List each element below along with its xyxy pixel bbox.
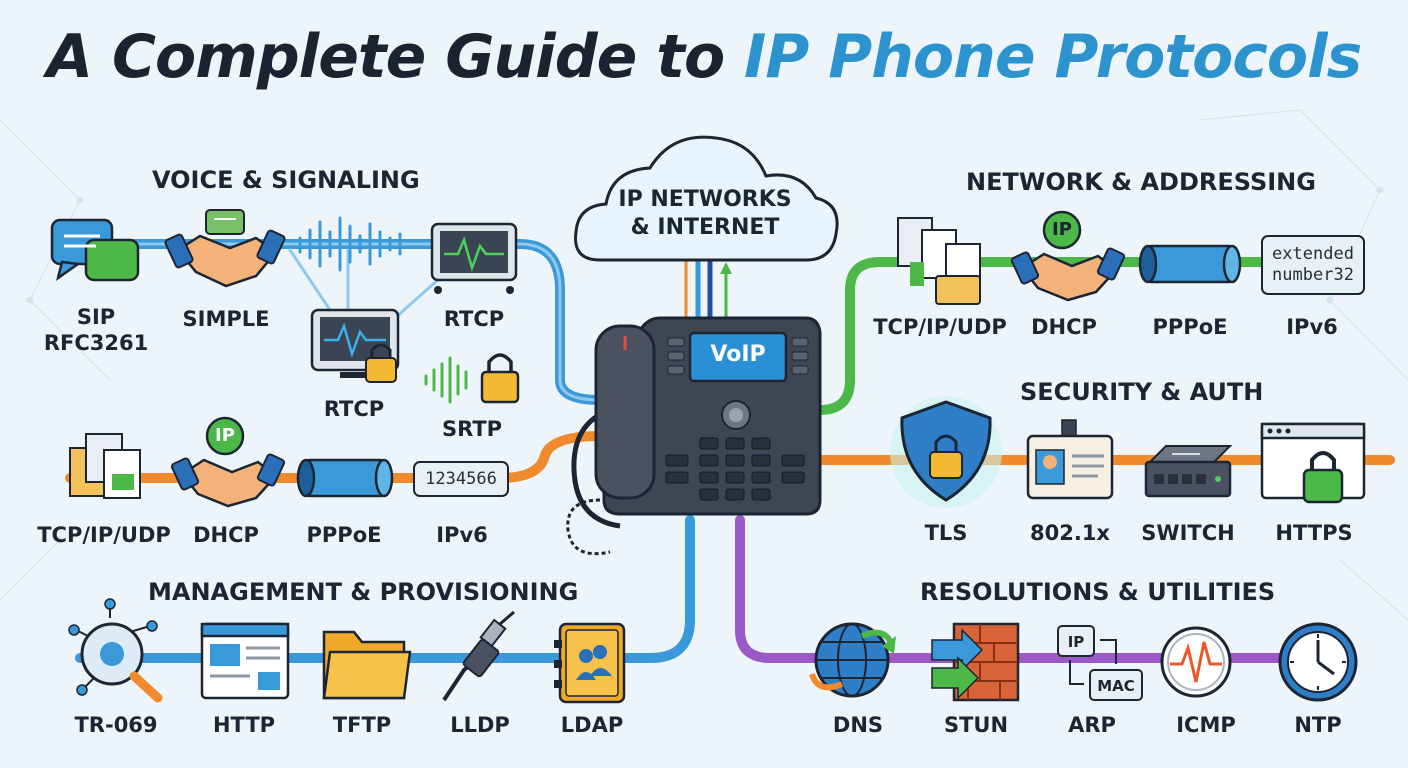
arp-ip-mac-icon [1057, 625, 1143, 701]
tls-label: TLS [924, 521, 968, 545]
cloud-label-line1: IP NETWORKS [618, 187, 792, 212]
https-label: HTTPS [1275, 521, 1353, 545]
section-voice-signaling: VOICE & SIGNALING [152, 166, 420, 194]
right-ipv6-number-box [1261, 235, 1365, 295]
ip-phone-icon [566, 316, 822, 556]
lldp-label: LLDP [450, 713, 510, 737]
tls-shield-icon [890, 396, 1002, 508]
srtp-wave-lock-icon [424, 353, 520, 404]
https-browser-lock-icon [1260, 422, 1366, 504]
right-network-line [815, 257, 1295, 415]
cloud-label: IP NETWORKS & INTERNET [610, 186, 800, 242]
dns-globe-icon [809, 622, 896, 698]
switch-label: SWITCH [1141, 521, 1235, 545]
title-main: A Complete Guide to [46, 22, 745, 92]
sound-wave-icon [298, 216, 402, 272]
section-management-provisioning: MANAGEMENT & PROVISIONING [148, 578, 579, 606]
voice-line-highlight [93, 242, 602, 402]
resolution-line [735, 515, 1355, 663]
ldap-label: LDAP [560, 713, 624, 737]
tr069-magnifier-icon [68, 598, 163, 703]
title-accent: IP Phone Protocols [744, 22, 1362, 92]
simple-handshake-icon [164, 209, 286, 288]
arp-ip-tag: IP [1067, 633, 1085, 651]
management-line [75, 515, 695, 663]
right-pppoe-label: PPPoE [1152, 315, 1228, 339]
network-switch-icon [1144, 445, 1233, 498]
dot1x-label: 802.1x [1030, 521, 1110, 545]
icmp-pulse-icon [1160, 626, 1232, 698]
left-ipv6-number: 1234566 [425, 469, 497, 489]
right-pppoe-tunnel-icon [1138, 244, 1242, 284]
arp-mac-tag: MAC [1097, 677, 1135, 695]
http-webpage-icon [200, 622, 290, 700]
ldap-address-book-icon [554, 622, 626, 704]
left-dhcp-label: DHCP [193, 523, 259, 547]
page-title: A Complete Guide to IP Phone Protocols [0, 22, 1408, 92]
http-label: HTTP [212, 713, 276, 737]
rtcp-monitor-icon [430, 222, 518, 294]
left-ipv6-label: IPv6 [436, 523, 488, 547]
badge-id-card-icon [1026, 419, 1114, 500]
left-ipv6-number-box [413, 461, 509, 497]
right-ip-bubble-text: IP [1052, 219, 1072, 240]
left-tcp-label: TCP/IP/UDP [37, 523, 171, 547]
rtcp-secure-monitor-icon [310, 308, 400, 383]
tftp-label: TFTP [332, 713, 392, 737]
cloud-icon [574, 135, 839, 262]
right-dhcp-label: DHCP [1031, 315, 1097, 339]
left-pppoe-label: PPPoE [306, 523, 382, 547]
left-dhcp-handshake-icon [170, 416, 286, 508]
arp-label: ARP [1068, 713, 1116, 737]
stun-firewall-icon [931, 622, 1020, 702]
tr069-label: TR-069 [74, 713, 158, 737]
ntp-clock-icon [1278, 622, 1358, 702]
right-ipv6-label: IPv6 [1286, 315, 1338, 339]
simple-label: SIMPLE [182, 307, 270, 331]
left-ip-bubble-text: IP [215, 425, 235, 446]
ntp-label: NTP [1294, 713, 1342, 737]
left-network-line [65, 431, 605, 483]
left-tcp-documents-icon [69, 433, 141, 499]
tftp-folder-icon [322, 630, 412, 700]
dns-label: DNS [832, 713, 884, 737]
stun-label: STUN [943, 713, 1009, 737]
srtp-label: SRTP [441, 417, 503, 441]
right-tcp-documents-icon [897, 217, 981, 305]
section-security-auth: SECURITY & AUTH [1020, 378, 1264, 406]
icmp-label: ICMP [1176, 713, 1236, 737]
rtcp-secure-label: RTCP [323, 397, 385, 421]
phone-screen-label: VoIP [710, 342, 766, 367]
left-pppoe-tunnel-icon [296, 458, 394, 498]
section-resolutions-utilities: RESOLUTIONS & UTILITIES [920, 578, 1276, 606]
cloud-label-line2: & INTERNET [630, 215, 780, 240]
lldp-cable-icon [442, 610, 515, 702]
section-network-addressing: NETWORK & ADDRESSING [966, 168, 1316, 196]
right-tcp-label: TCP/IP/UDP [873, 315, 1007, 339]
sip-chat-icon [50, 218, 140, 282]
right-dhcp-handshake-icon [1010, 210, 1126, 302]
rtcp-label: RTCP [443, 307, 505, 331]
